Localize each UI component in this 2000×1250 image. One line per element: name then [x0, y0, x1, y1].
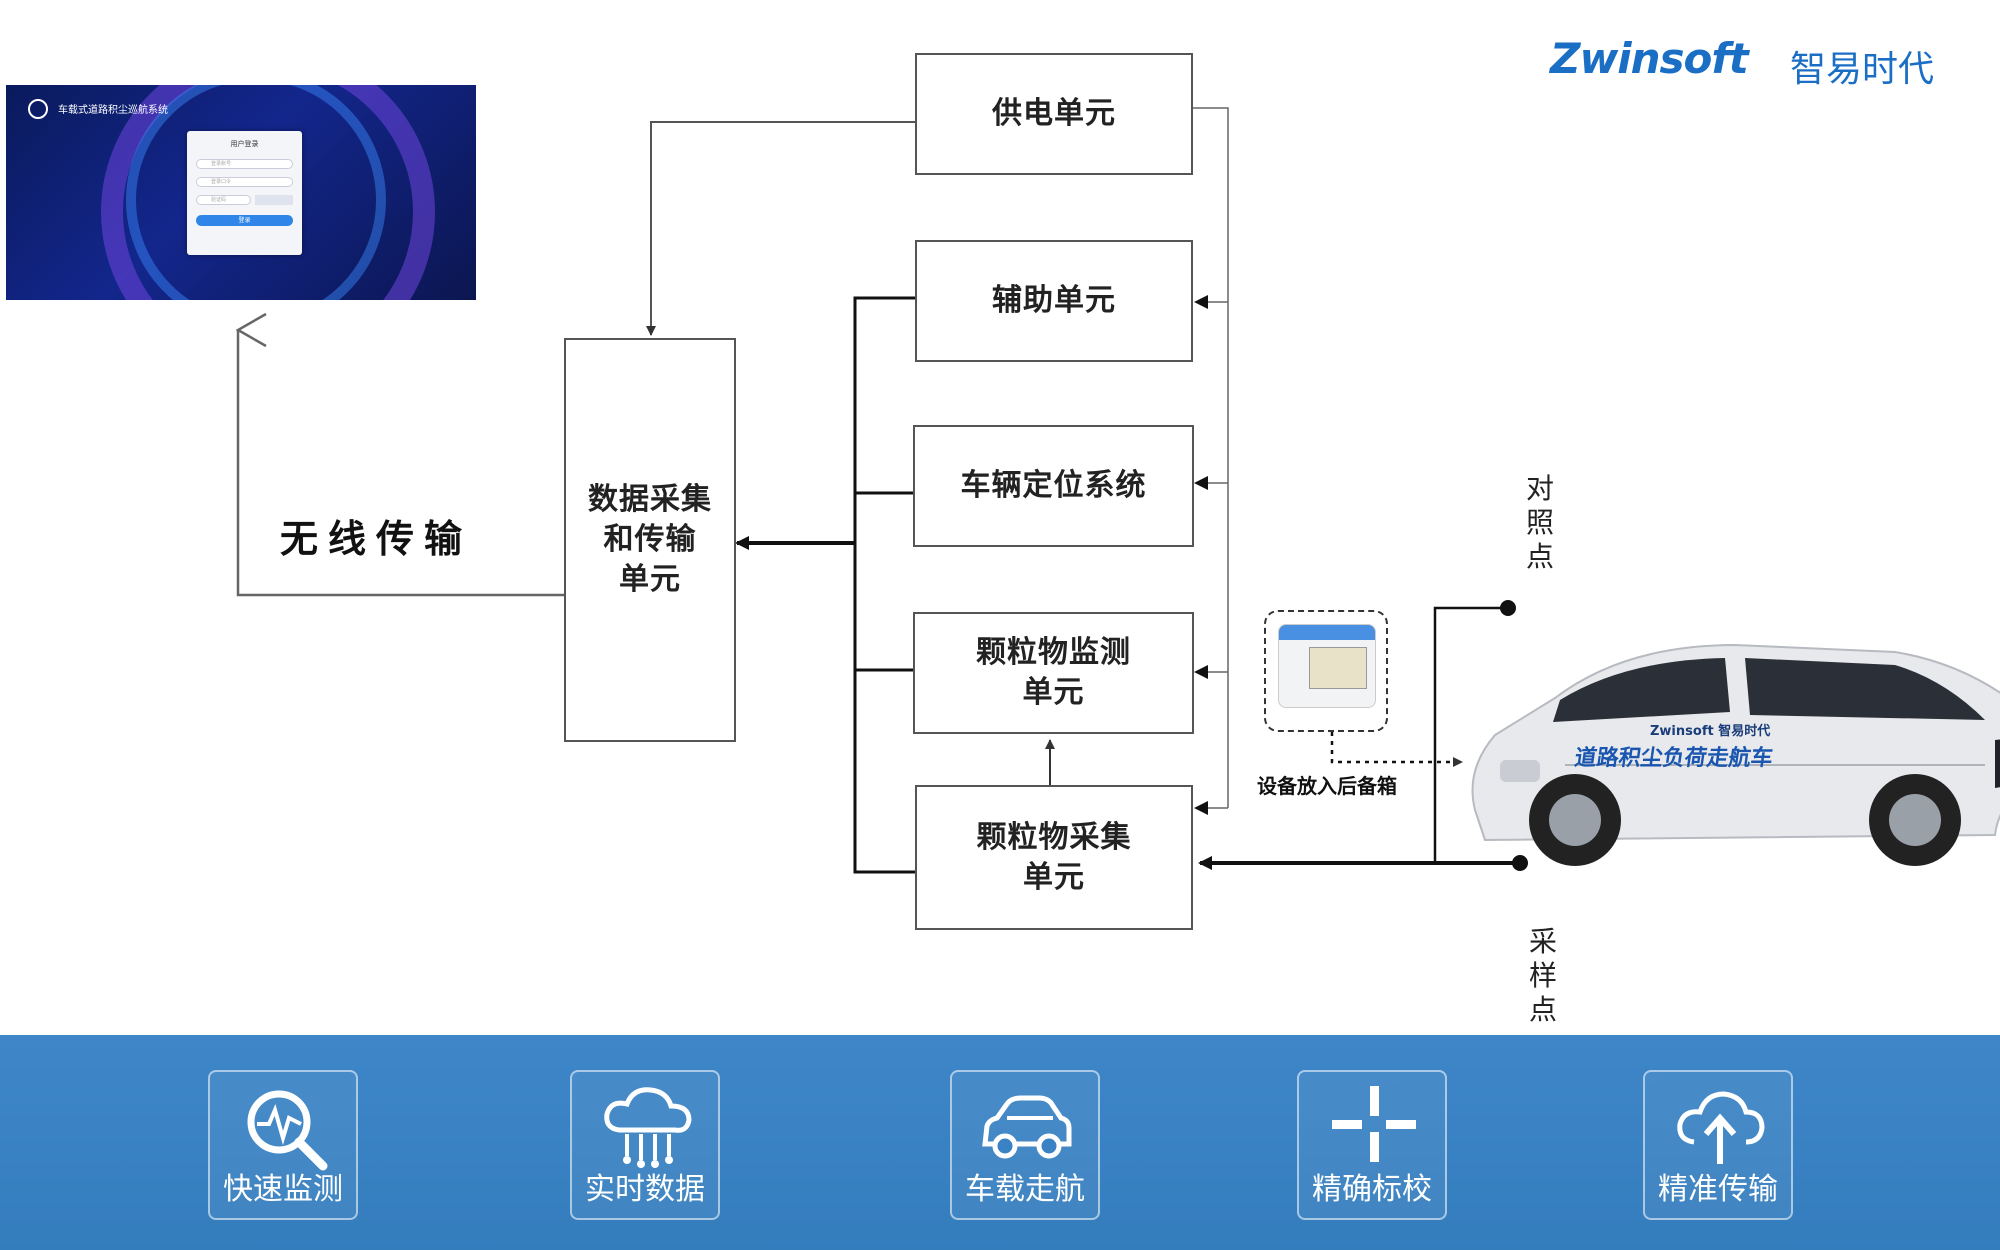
feature-bar: 快速监测 实时数据 车载走航 精确标校: [0, 1035, 2000, 1250]
power-unit-box: 供电单元: [915, 53, 1193, 175]
brand-name: 智易时代: [1790, 49, 1935, 90]
sampling-unit-label-2: 单元: [1023, 859, 1085, 895]
car-body-text: 道路积尘负荷走航车: [1572, 746, 1775, 771]
power-unit-label: 供电单元: [992, 96, 1116, 131]
reference-tube-line: [1433, 606, 1505, 863]
data-acquisition-line-3: 单元: [619, 562, 681, 597]
car-brand-text: Zwinsoft 智易时代: [1650, 724, 1771, 739]
sampling-point-label: 采样点: [1528, 925, 1557, 1026]
feature-label: 精确标校: [1312, 1172, 1432, 1207]
data-acquisition-box: 数据采集 和传输 单元: [564, 338, 736, 742]
reference-point-dot: [1500, 600, 1516, 616]
feature-label: 快速监测: [223, 1172, 343, 1207]
aux-unit-label: 辅助单元: [992, 283, 1116, 318]
aux-unit-box: 辅助单元: [915, 240, 1193, 362]
system-logo-icon: [28, 99, 48, 119]
sampling-unit-label-1: 颗粒物采集: [976, 819, 1132, 855]
collect-bus-line: [853, 296, 915, 874]
device-icon: [1278, 624, 1376, 708]
power-to-data-line: [646, 121, 915, 336]
login-button[interactable]: 登录: [196, 215, 293, 226]
magnifier-pulse-icon: [247, 1090, 328, 1171]
feature-accurate-transmission: 精准传输: [1643, 1070, 1793, 1220]
wireless-label: 无线传输: [280, 516, 473, 561]
feature-fast-monitoring: 快速监测: [208, 1070, 358, 1220]
captcha-image: [255, 195, 293, 205]
feature-precise-calibration: 精确标校: [1297, 1070, 1447, 1220]
brand-logo: Zwinsoft 智易时代: [1545, 30, 1985, 90]
monitor-unit-box: 颗粒物监测 单元: [913, 612, 1194, 734]
device-to-trunk-line: [1330, 732, 1463, 767]
cloud-upload-icon: [1677, 1091, 1765, 1164]
username-input[interactable]: 登录账号: [196, 159, 293, 169]
login-screenshot: 车载式道路积尘巡航系统 用户登录 登录账号 登录口令 验证码 登录: [6, 85, 476, 300]
login-card: 用户登录 登录账号 登录口令 验证码 登录: [187, 131, 302, 255]
monitor-unit-label-1: 颗粒物监测: [976, 635, 1131, 670]
data-acquisition-line-2: 和传输: [603, 522, 697, 557]
sampling-point-dot: [1512, 855, 1528, 871]
feature-label: 实时数据: [585, 1172, 705, 1207]
power-bus-line: [1192, 107, 1229, 808]
wireless-line: [238, 330, 564, 597]
feature-vehicle-patrol: 车载走航: [950, 1070, 1100, 1220]
crosshair-icon: [1332, 1086, 1416, 1162]
device-frame: [1264, 610, 1388, 732]
device-note: 设备放入后备箱: [1257, 774, 1397, 798]
brand-logo-text: Zwinsoft: [1550, 34, 1749, 83]
gps-unit-box: 车辆定位系统: [913, 425, 1194, 547]
sampling-unit-box: 颗粒物采集 单元: [915, 785, 1193, 930]
feature-label: 车载走航: [965, 1172, 1085, 1207]
gps-unit-label: 车辆定位系统: [960, 468, 1147, 503]
captcha-input[interactable]: 验证码: [196, 195, 251, 205]
reference-point-label: 对照点: [1525, 472, 1554, 573]
monitor-unit-label-2: 单元: [1022, 675, 1085, 710]
data-acquisition-line-1: 数据采集: [588, 482, 712, 517]
password-input[interactable]: 登录口令: [196, 177, 293, 187]
feature-realtime-data: 实时数据: [570, 1070, 720, 1220]
feature-label: 精准传输: [1658, 1172, 1778, 1207]
patrol-car: [1471, 643, 2000, 866]
block-diagram: [0, 107, 2000, 874]
system-title: 车载式道路积尘巡航系统: [58, 105, 168, 116]
login-card-title: 用户登录: [230, 140, 259, 148]
car-icon: [982, 1095, 1072, 1159]
cloud-network-icon: [604, 1087, 692, 1168]
